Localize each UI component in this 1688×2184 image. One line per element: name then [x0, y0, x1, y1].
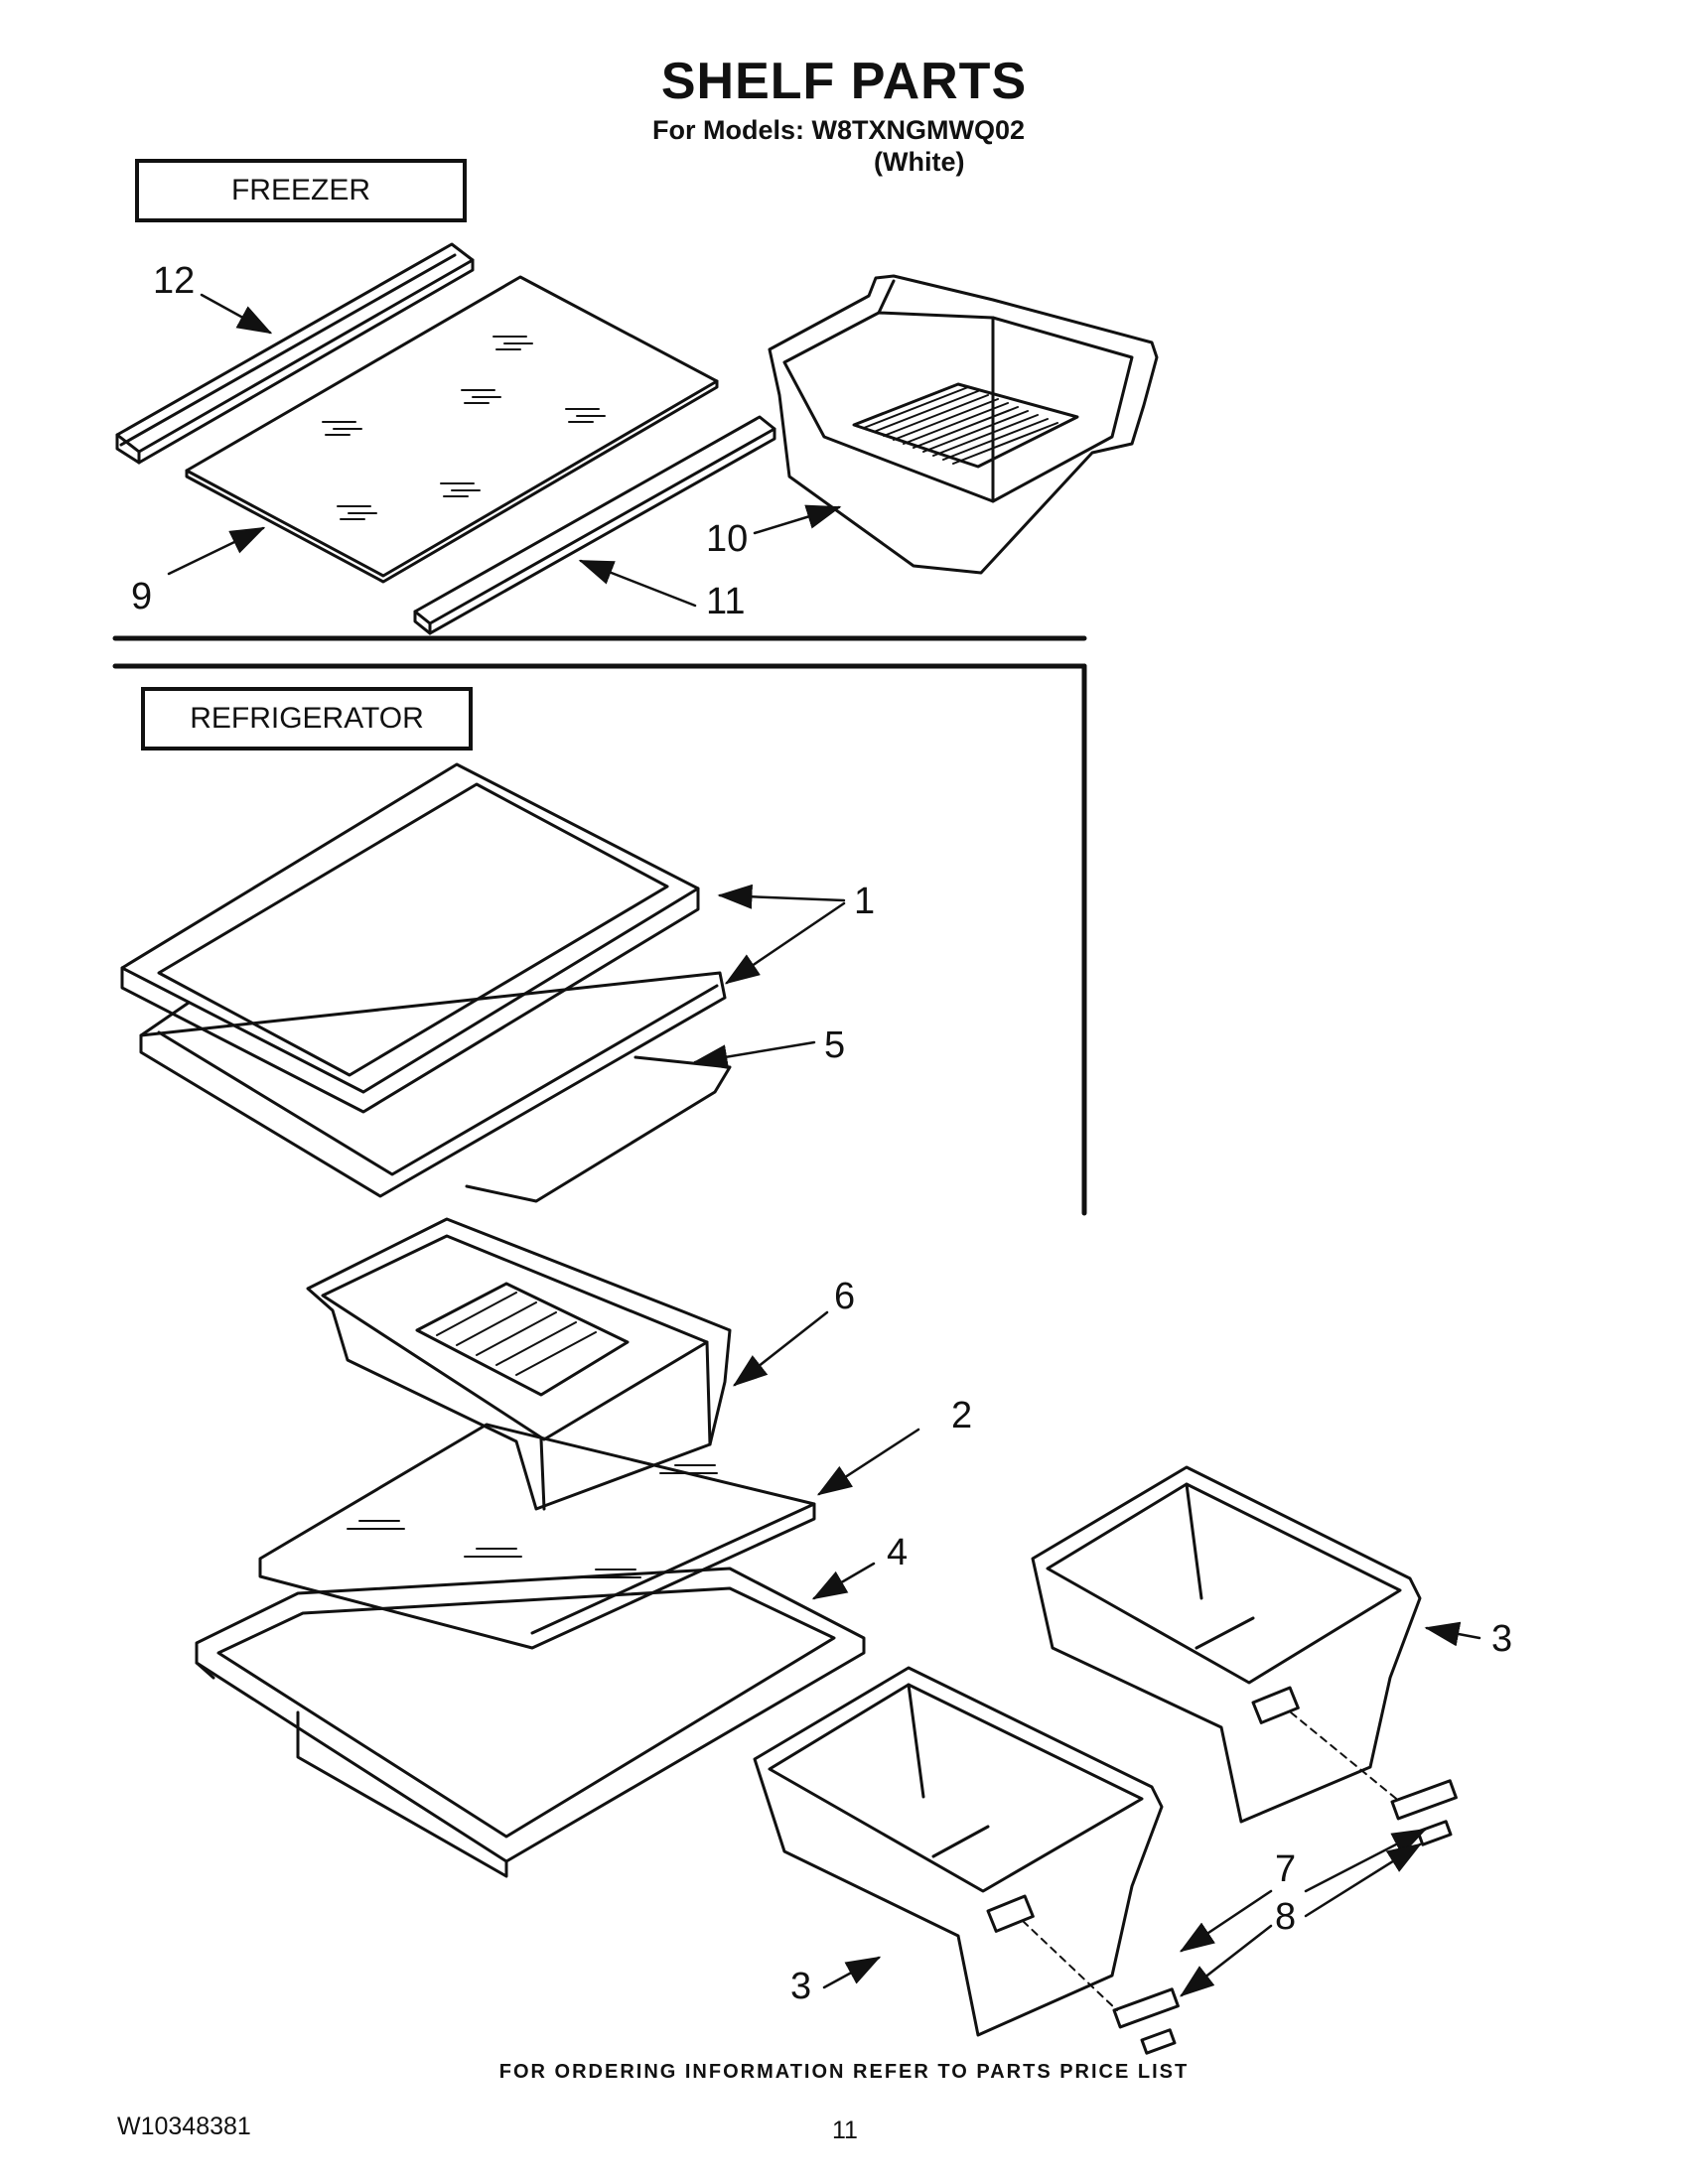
leader-3a: [1424, 1621, 1481, 1647]
leader-7b: [1179, 1889, 1273, 1953]
color-line: (White): [874, 147, 965, 177]
leader-6: [733, 1310, 829, 1387]
page-number: 11: [832, 2116, 858, 2144]
leader-7a: [1304, 1828, 1428, 1893]
part-3-drawer-lower: [753, 1666, 1164, 2037]
callout-8: 8: [1275, 1896, 1297, 1938]
callout-12: 12: [153, 260, 196, 302]
callout-4: 4: [887, 1532, 909, 1573]
callout-2: 2: [951, 1395, 973, 1436]
ordering-note: FOR ORDERING INFORMATION REFER TO PARTS …: [498, 2061, 1190, 2083]
leader-8a: [1304, 1843, 1423, 1918]
page-title: SHELF PARTS: [660, 53, 1028, 110]
part-10-freezer-basket: [768, 274, 1159, 575]
part-3-drawer-right: [1031, 1465, 1422, 1824]
leader-1b: [724, 901, 846, 985]
callout-1: 1: [854, 881, 876, 922]
part-11-front-trim: [413, 415, 776, 635]
leader-11: [578, 559, 697, 608]
leader-9: [167, 526, 266, 576]
part-6-crisper-drawer: [306, 1217, 732, 1511]
part-1-shelf-frame: [120, 762, 700, 1114]
parts-7-8-clips: [1112, 1779, 1458, 2055]
leader-8b: [1180, 1924, 1273, 1997]
leader-5: [692, 1040, 816, 1069]
leader-10: [753, 504, 842, 535]
callout-6: 6: [834, 1276, 856, 1317]
freezer-section-label: FREEZER: [135, 159, 467, 222]
callout-3-lower: 3: [790, 1966, 812, 2007]
part-9-glass-shelf: [185, 275, 719, 584]
callout-3-right: 3: [1491, 1618, 1513, 1660]
part-4-crisper-cover-frame: [195, 1567, 866, 1878]
callout-7: 7: [1275, 1848, 1297, 1890]
leader-1a: [717, 884, 846, 909]
part-2-glass-shelf: [258, 1423, 816, 1650]
callout-5: 5: [824, 1024, 846, 1066]
document-number: W10348381: [117, 2113, 251, 2140]
leader-3b: [822, 1956, 882, 1989]
leader-2: [816, 1428, 920, 1496]
refrigerator-section-label: REFRIGERATOR: [141, 687, 473, 751]
callout-11: 11: [706, 581, 746, 622]
callout-9: 9: [131, 576, 153, 617]
leader-12: [200, 293, 273, 335]
leader-4: [811, 1562, 876, 1600]
part-12-rear-trim: [115, 242, 475, 465]
models-line: For Models: W8TXNGMWQ02: [652, 115, 1026, 145]
part-5-shelf-trim: [139, 971, 732, 1203]
callout-10: 10: [706, 518, 749, 560]
